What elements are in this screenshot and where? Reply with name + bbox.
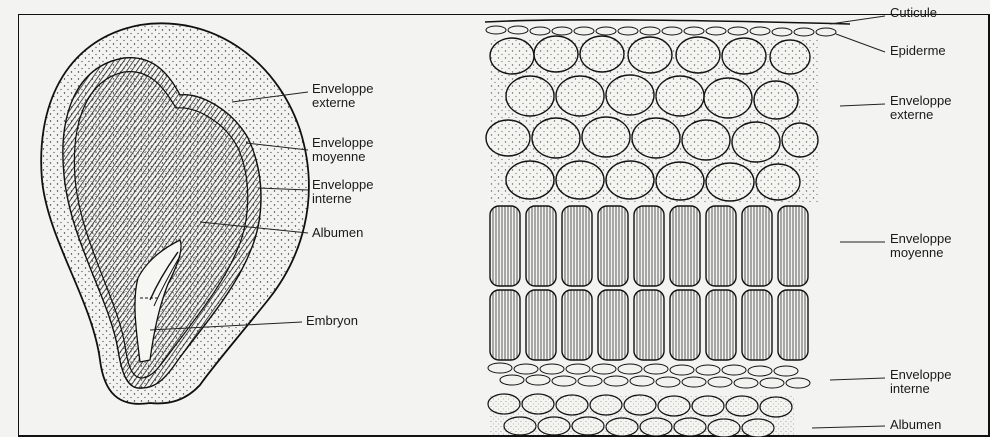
label-epiderme: Epiderme	[890, 44, 946, 58]
label-cuticule: Cuticule	[890, 6, 937, 20]
epidermis-cells	[486, 26, 836, 36]
label-embryon: Embryon	[306, 314, 358, 328]
label-albumen-right: Albumen	[890, 418, 941, 432]
inner-envelope-cells	[488, 363, 810, 388]
outer-envelope-granules	[490, 38, 820, 203]
cuticle-layer	[485, 20, 850, 24]
tissue-section	[485, 20, 850, 437]
label-albumen-left: Albumen	[312, 226, 363, 240]
middle-envelope-cells	[490, 206, 808, 360]
seed-section	[41, 23, 309, 404]
right-leader-lines	[812, 16, 885, 428]
